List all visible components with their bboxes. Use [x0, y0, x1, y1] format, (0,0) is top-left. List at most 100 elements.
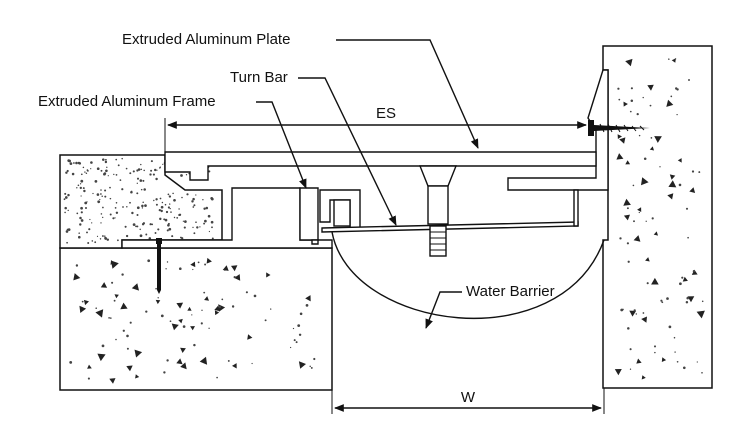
grout-dot [676, 88, 679, 91]
grout-dot [101, 235, 104, 237]
grout-dot [83, 189, 86, 193]
grout-dot [99, 238, 102, 240]
aggregate-mark [204, 296, 209, 301]
grout-dot [164, 218, 168, 222]
aggregate-mark [641, 316, 647, 323]
grout-dot [193, 232, 196, 235]
left-concrete-slab [59, 247, 333, 391]
grout-dot [181, 196, 183, 199]
grout-dot [89, 218, 91, 221]
grout-dot [178, 208, 180, 210]
grout-dot [165, 210, 169, 214]
aluminum-plate [164, 151, 597, 181]
grout-dot [668, 325, 672, 329]
aggregate-mark [176, 302, 184, 309]
grout-dot [79, 223, 82, 226]
grout-dot [152, 173, 155, 176]
grout-dot [207, 214, 211, 218]
grout-dot [618, 98, 621, 101]
grout-dot [142, 201, 144, 203]
aggregate-mark [667, 193, 674, 200]
grout-dot [218, 305, 222, 309]
grout-dot [69, 361, 73, 364]
grout-dot [633, 309, 636, 312]
aggregate-mark [623, 214, 630, 221]
grout-dot [64, 211, 66, 214]
grout-dot [104, 195, 107, 198]
aggregate-mark [625, 58, 633, 67]
grout-dot [204, 263, 207, 266]
grout-dot [125, 167, 128, 170]
aggregate-mark [247, 334, 253, 340]
aggregate-mark [616, 153, 624, 160]
grout-dot [144, 204, 147, 207]
grout-dot [687, 236, 689, 239]
grout-dot [685, 301, 689, 304]
grout-dot [143, 169, 145, 172]
aggregate-mark [109, 378, 116, 384]
grout-dot [136, 169, 139, 172]
grout-dot [136, 214, 139, 216]
grout-dot [626, 207, 629, 210]
grout-dot [100, 213, 103, 215]
grout-dot [627, 327, 630, 330]
grout-dot [670, 95, 673, 98]
grout-dot [231, 305, 235, 308]
grout-dot [173, 216, 176, 219]
grout-dot [224, 269, 226, 271]
grout-dot [100, 189, 102, 191]
grout-dot [643, 157, 647, 160]
grout-dot [253, 294, 257, 298]
grout-dot [183, 226, 186, 229]
grout-dot [96, 193, 100, 196]
grout-dot [69, 162, 73, 165]
aggregate-mark [155, 299, 161, 305]
grout-dot [203, 222, 206, 225]
grout-dot [155, 177, 158, 181]
grout-dot [136, 177, 140, 180]
grout-dot [67, 193, 70, 197]
grout-dot [193, 343, 196, 347]
grout-dot [645, 220, 647, 222]
grout-dot [630, 87, 633, 90]
grout-dot [121, 273, 124, 276]
grout-dot [121, 188, 124, 191]
turn-bar [321, 189, 579, 233]
grout-dot [165, 268, 167, 270]
grout-dot [629, 110, 632, 113]
grout-dot [132, 170, 135, 173]
water-barrier [331, 231, 605, 319]
grout-dot [186, 193, 189, 196]
grout-dot [638, 211, 640, 214]
grout-dot [178, 214, 181, 216]
aggregate-mark [647, 84, 654, 91]
aggregate-mark [619, 137, 626, 144]
grout-dot [159, 217, 162, 221]
grout-dot [170, 211, 172, 213]
aggregate-mark [114, 294, 119, 299]
grout-dot [211, 237, 214, 240]
w-label: W [461, 389, 476, 406]
grout-dot [169, 320, 172, 323]
grout-dot [85, 172, 88, 175]
grout-dot [208, 230, 210, 233]
aggregate-mark [135, 374, 140, 379]
grout-dot [633, 220, 635, 223]
grout-dot [65, 171, 68, 174]
grout-dot [115, 338, 117, 341]
aggregate-mark [97, 353, 106, 362]
grout-dot [82, 166, 85, 169]
aggregate-mark [636, 358, 642, 364]
grout-dot [185, 174, 188, 176]
grout-dot [168, 227, 172, 231]
grout-dot [681, 276, 684, 279]
grout-dot [81, 300, 84, 303]
grout-dot [141, 204, 144, 208]
grout-dot [136, 182, 138, 184]
aggregate-mark [298, 361, 306, 369]
grout-dot [298, 333, 302, 337]
grout-dot [132, 223, 136, 226]
grout-dot [64, 192, 67, 195]
grout-dot [691, 170, 695, 173]
grout-dot [203, 291, 206, 294]
